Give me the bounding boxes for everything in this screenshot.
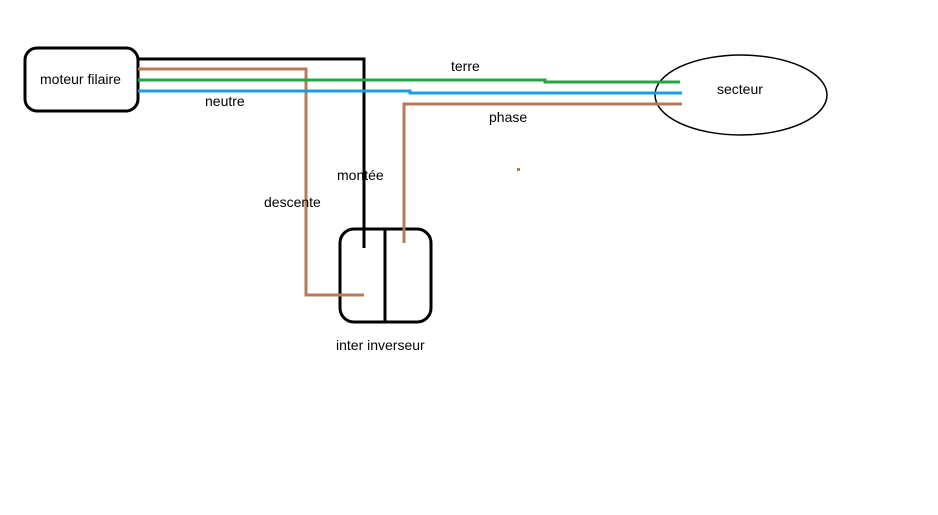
switch-label: inter inverseur	[336, 337, 425, 353]
neutral-label: neutre	[205, 93, 245, 109]
up-label: montée	[337, 167, 384, 183]
down-wire	[138, 67, 364, 297]
stray-dot	[517, 168, 520, 171]
phase-label: phase	[489, 109, 527, 125]
mains-label: secteur	[717, 81, 763, 97]
motor-label: moteur filaire	[40, 71, 121, 87]
phase-wire	[402, 102, 682, 243]
earth-label: terre	[451, 58, 480, 74]
down-label: descente	[264, 194, 321, 210]
neutral-wire	[138, 89, 682, 95]
up-wire	[138, 57, 366, 248]
earth-wire	[138, 78, 680, 84]
mains-ellipse	[654, 54, 828, 136]
